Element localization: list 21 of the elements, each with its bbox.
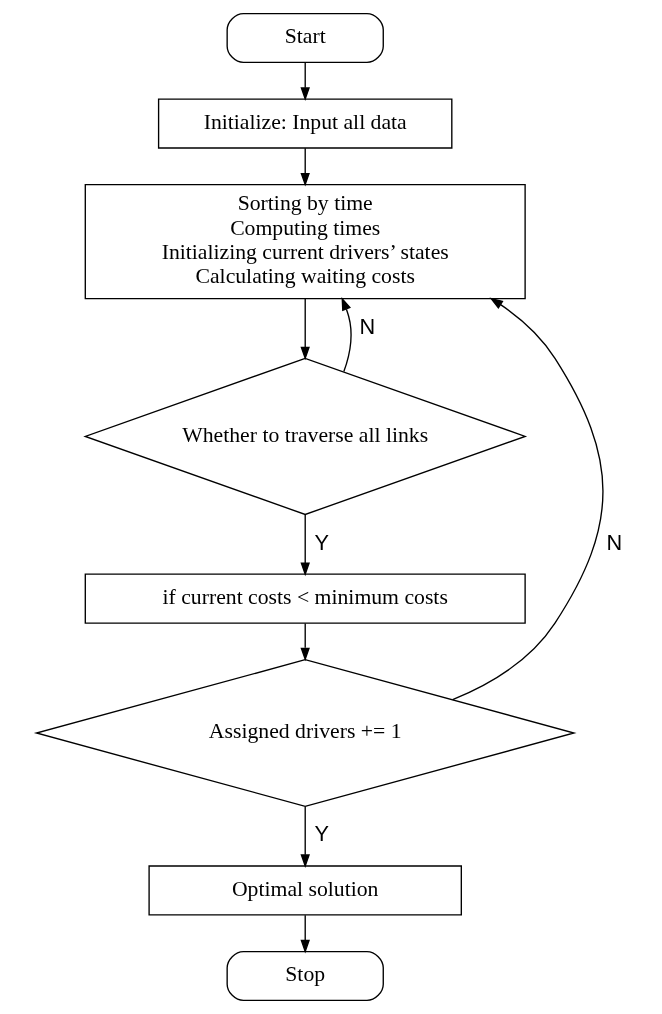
node-box: Sorting by time Computing times Initializing current drivers’ states Calculating waiting costs	[84, 183, 526, 300]
node-diamond: Whether to traverse all links	[83, 357, 528, 516]
arrow	[300, 514, 310, 577]
arrow	[452, 297, 604, 701]
edge-label: N	[359, 313, 376, 339]
arrow	[300, 62, 310, 101]
node-box: if current costs < minimum costs	[84, 573, 526, 624]
arrow	[341, 296, 352, 373]
node-box: Stop	[226, 950, 384, 1002]
node-diamond: Assigned drivers += 1	[33, 659, 577, 808]
edge-label: Y	[314, 821, 330, 847]
arrow	[300, 806, 310, 868]
node-box: Initialize: Input all data	[157, 98, 453, 149]
node-box: Start	[226, 12, 384, 64]
arrow	[300, 298, 310, 361]
arrow	[300, 914, 310, 954]
arrow	[300, 147, 310, 187]
edge-label: N	[606, 529, 623, 555]
arrow	[300, 622, 310, 662]
edge-label: Y	[314, 529, 330, 555]
node-box: Optimal solution	[148, 865, 462, 916]
